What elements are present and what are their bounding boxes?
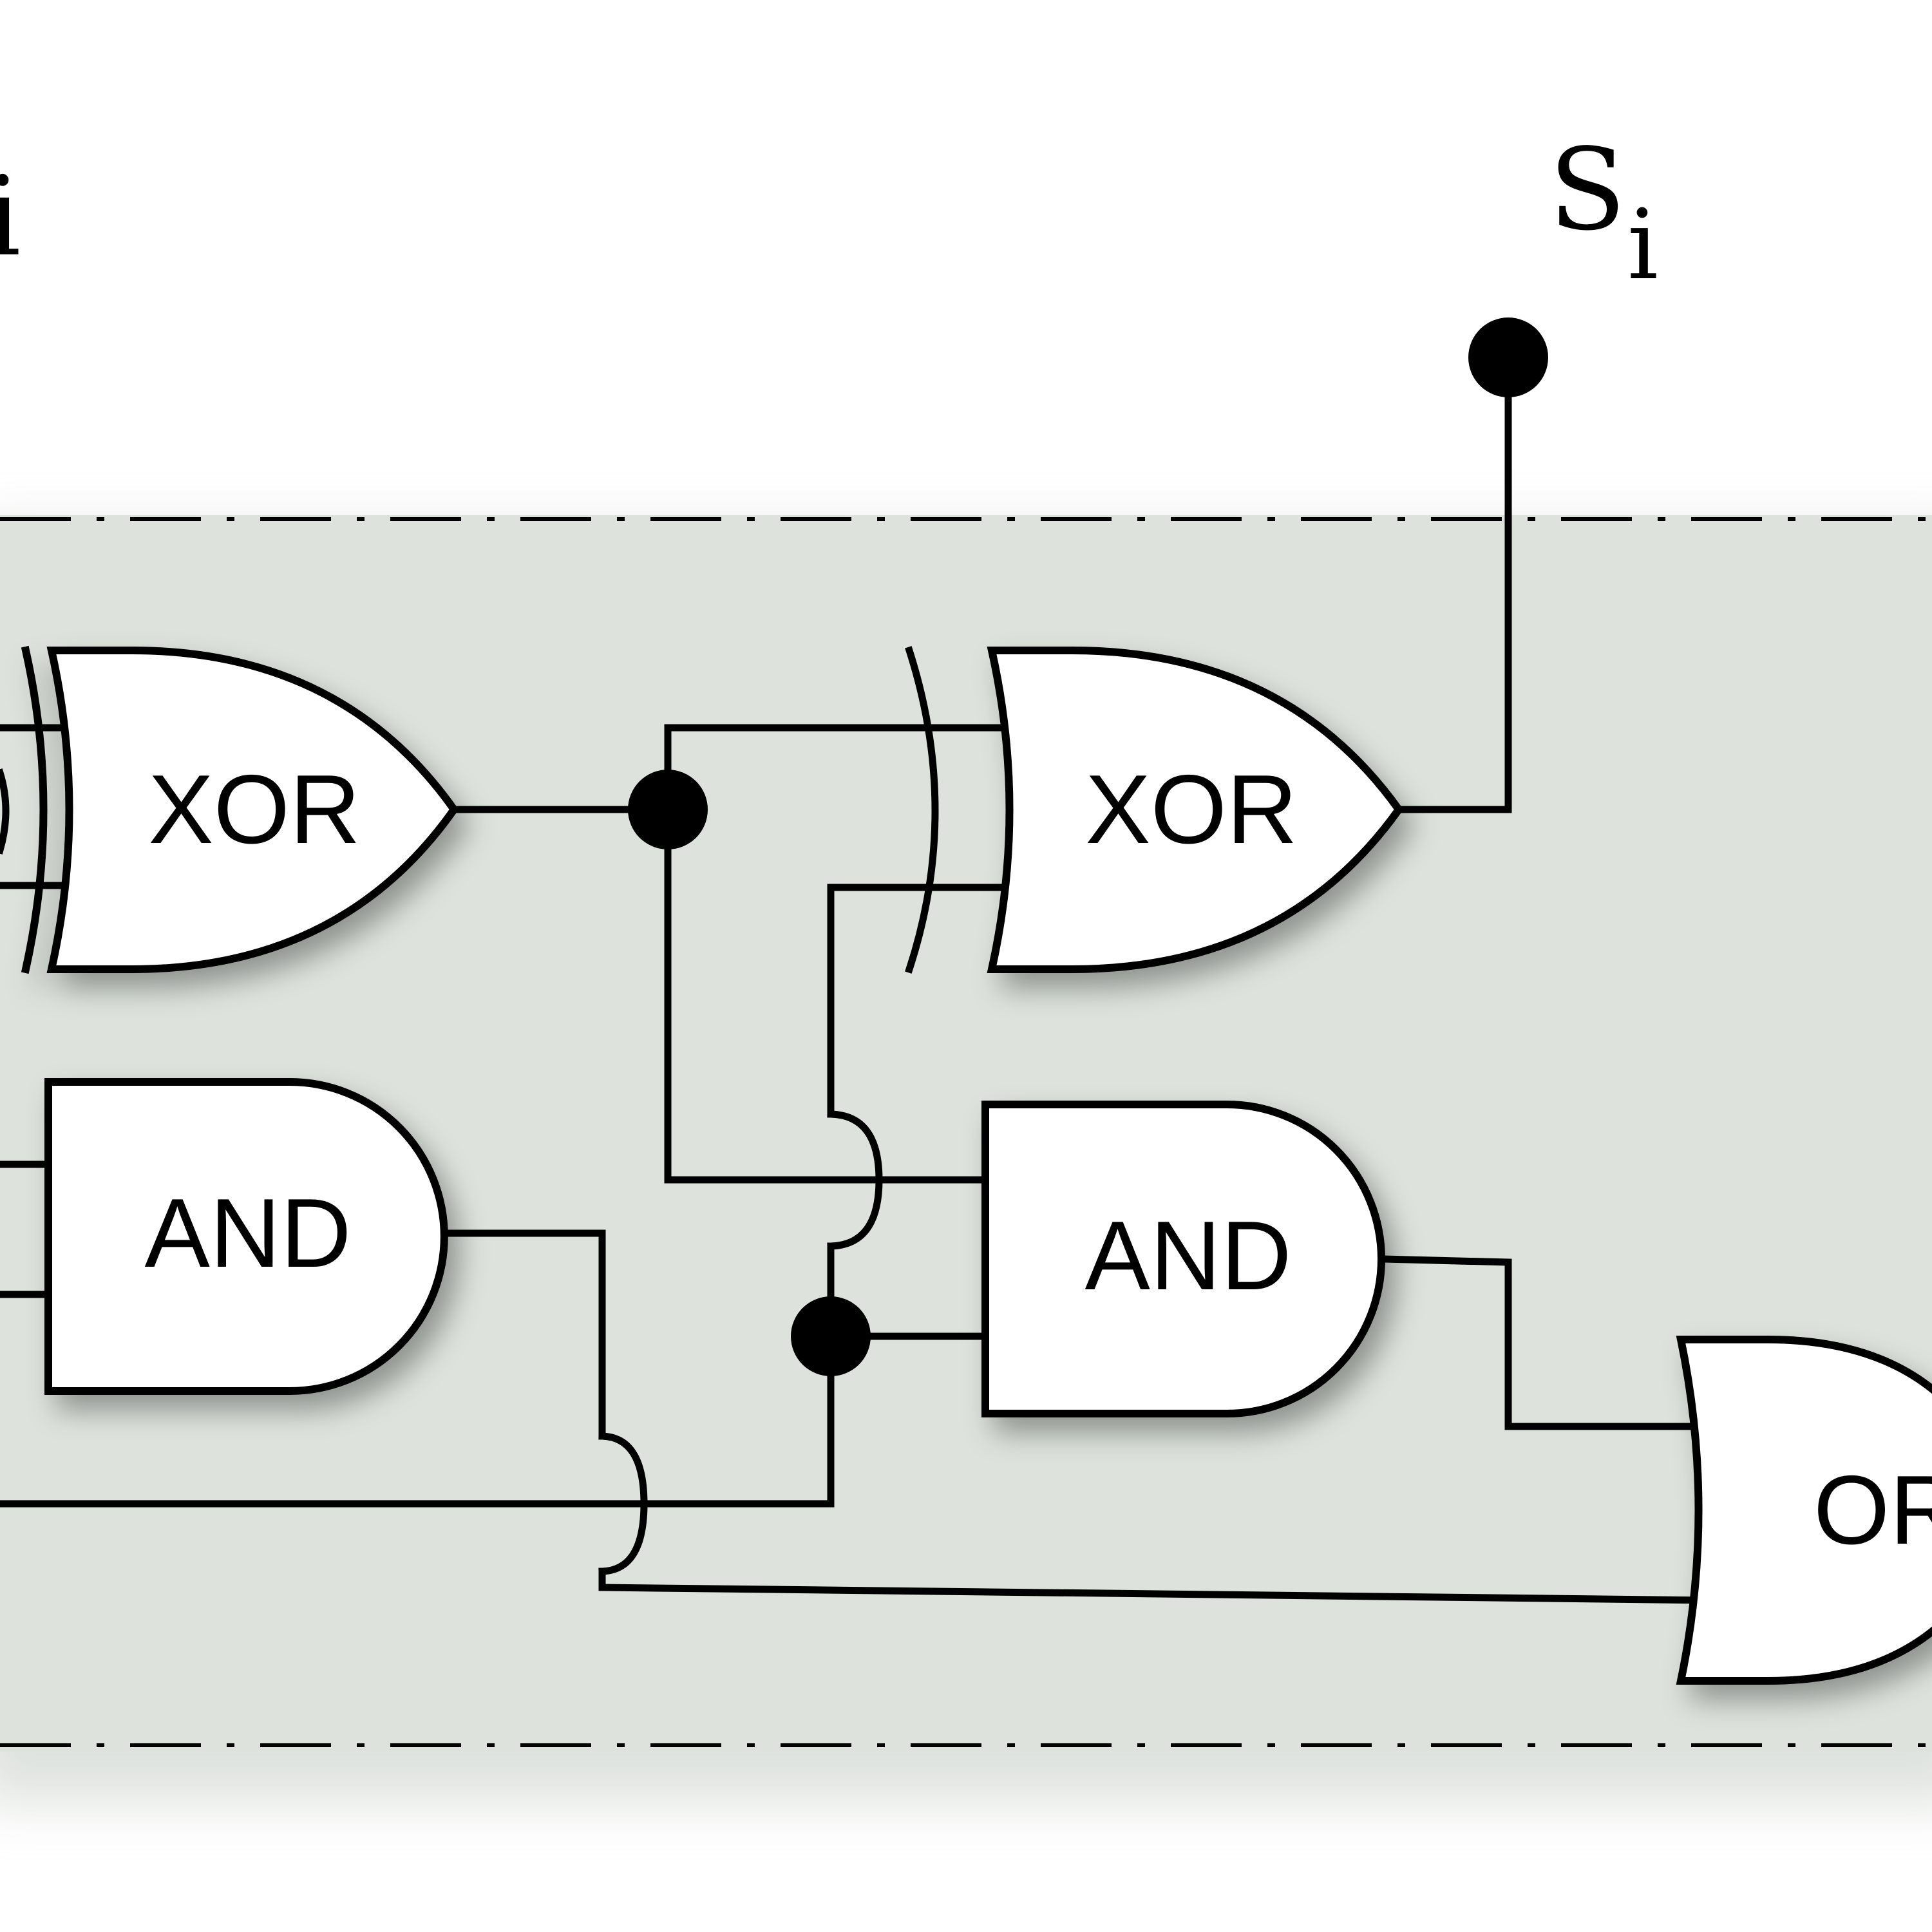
wire-left-arc bbox=[0, 768, 10, 855]
and-gate-1 bbox=[44, 1078, 448, 1395]
wire-xor2-to-sum bbox=[1395, 354, 1512, 813]
and-gate-2-label: AND bbox=[1085, 1201, 1292, 1311]
junction-dot-xor1-output bbox=[628, 770, 708, 849]
wire-and1-output-upper bbox=[442, 1229, 606, 1440]
wire-and1-output-hop bbox=[598, 1432, 648, 1575]
xor-gate-1 bbox=[21, 645, 459, 974]
xor-gate-1-label: XOR bbox=[148, 755, 360, 864]
left-input-label-fragment: i bbox=[0, 153, 21, 281]
sum-output-label: S bbox=[1549, 125, 1626, 256]
wire-crossover-mark bbox=[905, 646, 939, 974]
wire-carry-in-up-upper bbox=[827, 884, 1018, 1118]
xor-gate-2-label: XOR bbox=[1085, 755, 1297, 864]
or-gate bbox=[1676, 1336, 1932, 1685]
and-gate-1-label: AND bbox=[145, 1179, 352, 1288]
wire-carry-in-hop bbox=[827, 1110, 883, 1250]
or-gate-label: OR bbox=[1814, 1455, 1932, 1565]
junction-dot-carry-in bbox=[791, 1296, 871, 1376]
xor-gate-2 bbox=[987, 647, 1404, 973]
and-gate-2 bbox=[981, 1101, 1385, 1417]
wire-carry-in-bottom bbox=[0, 1332, 835, 1508]
sum-output-subscript: i bbox=[1627, 189, 1658, 301]
wire-and1-to-or bbox=[598, 1567, 1717, 1604]
wire-and2-to-or bbox=[1379, 1255, 1717, 1430]
sum-output-terminal bbox=[1468, 317, 1548, 397]
